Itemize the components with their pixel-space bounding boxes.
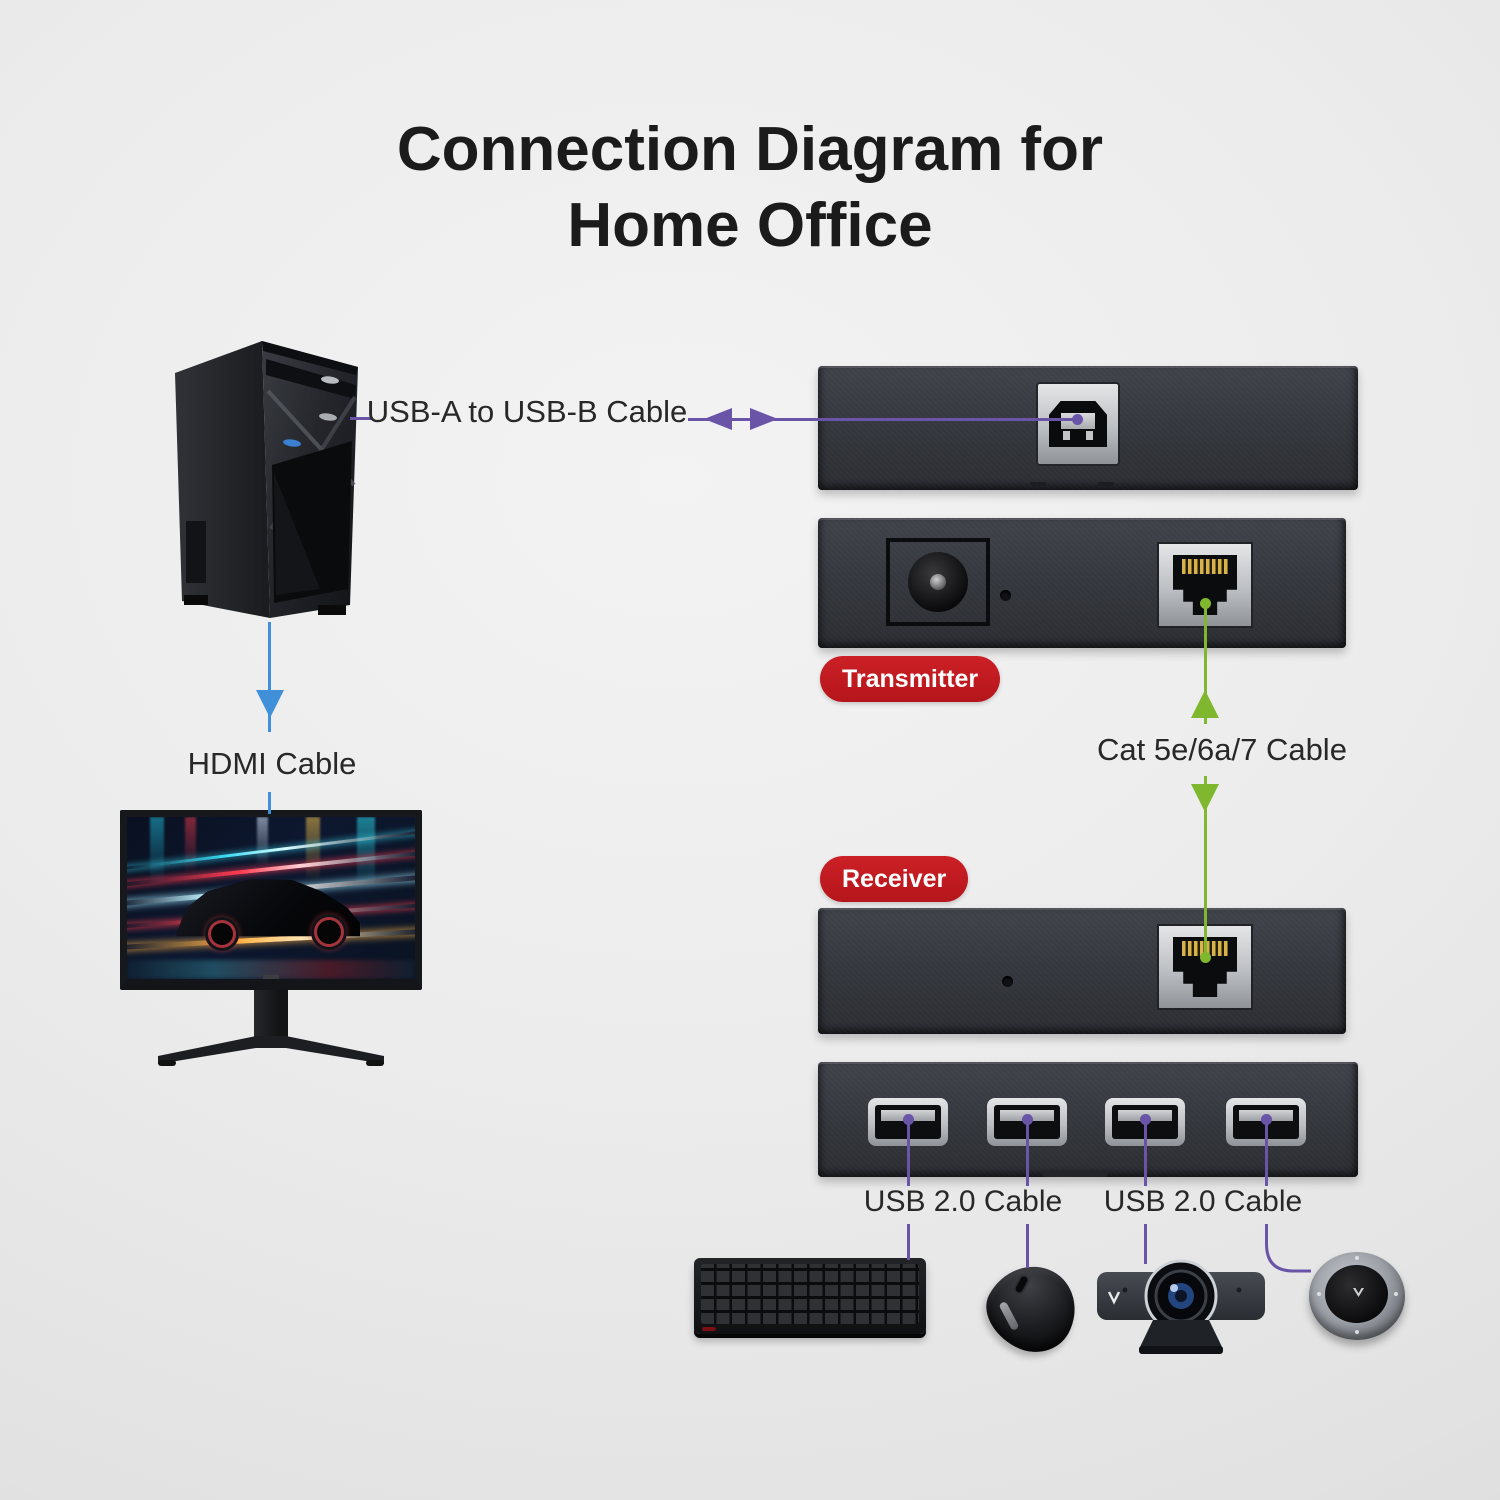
arrow-down-icon <box>1191 784 1219 812</box>
page-title: Connection Diagram for Home Office <box>0 112 1500 264</box>
monitor-image <box>120 810 422 990</box>
receiver-badge: Receiver <box>820 856 969 902</box>
monitor-stand-base <box>158 1036 384 1066</box>
speakerphone-image <box>1309 1252 1405 1340</box>
usb20-cable-label-right: USB 2.0 Cable <box>1103 1185 1303 1218</box>
webcam-image <box>1097 1259 1265 1354</box>
usb20-cable-label-left: USB 2.0 Cable <box>863 1185 1063 1218</box>
monitor-screen <box>127 817 415 979</box>
page-title-line2: Home Office <box>567 191 933 260</box>
usb-ab-cable-label: USB-A to USB-B Cable <box>366 394 688 429</box>
arrow-down-icon <box>256 690 284 718</box>
dc-power-port <box>886 538 990 626</box>
receiver-badge-label: Receiver <box>842 864 947 893</box>
arrow-left-icon <box>704 408 732 430</box>
arrow-right-icon <box>750 408 778 430</box>
monitor-logo <box>263 975 279 979</box>
led-hole <box>1000 590 1011 601</box>
transmitter-badge: Transmitter <box>820 656 1001 702</box>
led-hole-receiver <box>1002 976 1013 987</box>
rj45-port-transmitter <box>1159 544 1251 626</box>
hub-notch <box>1042 1170 1108 1177</box>
arrow-up-icon <box>1191 690 1219 718</box>
page-title-line1: Connection Diagram for <box>396 115 1104 184</box>
mouse-image <box>973 1250 1091 1366</box>
keyboard-image <box>694 1258 926 1334</box>
desktop-pc-image <box>175 341 358 618</box>
hdmi-cable-label: HDMI Cable <box>187 746 357 781</box>
receiver-lan-side <box>818 908 1346 1034</box>
cat-cable-label: Cat 5e/6a/7 Cable <box>1097 732 1347 767</box>
transmitter-badge-label: Transmitter <box>842 664 979 693</box>
usb-cable-curve <box>1265 1224 1311 1273</box>
